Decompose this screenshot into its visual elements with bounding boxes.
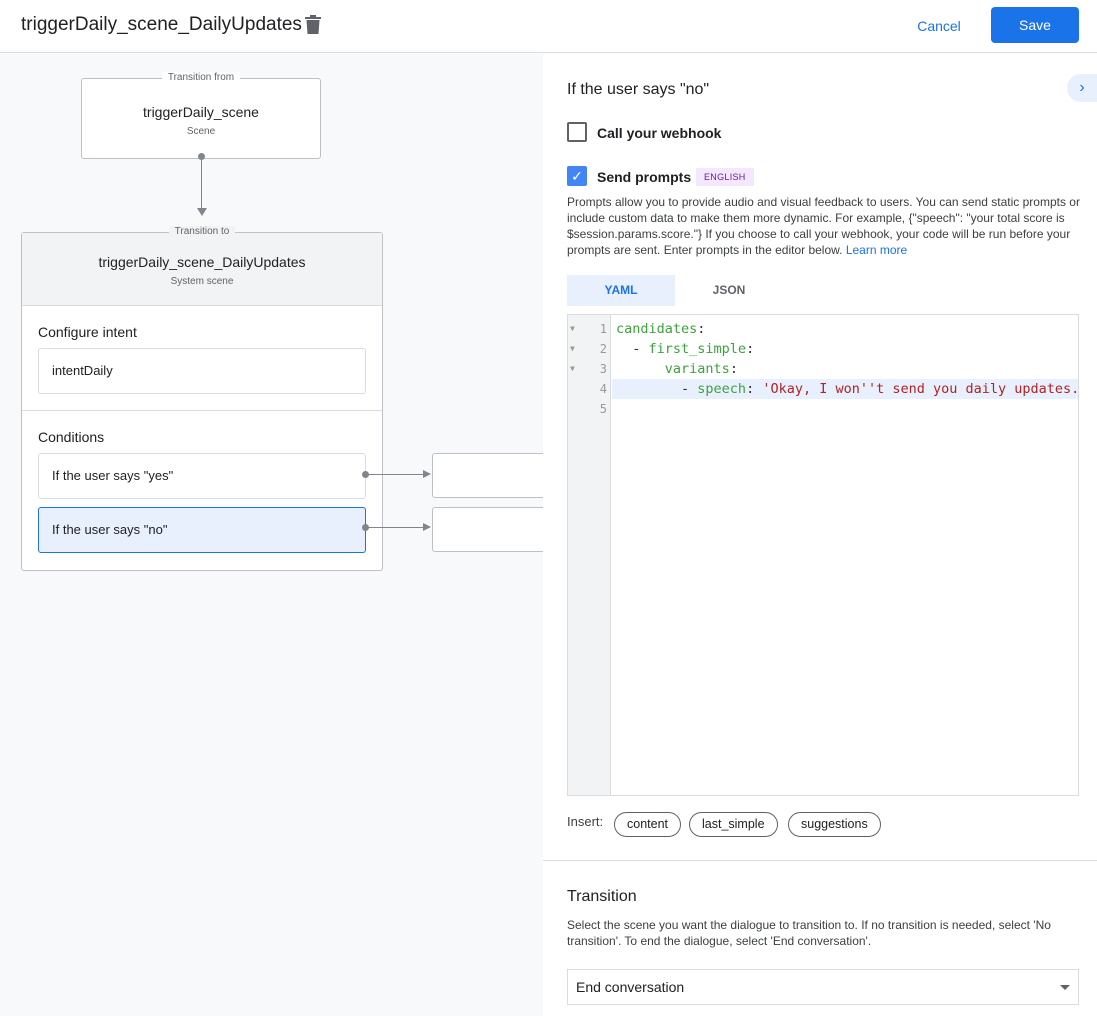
webhook-label: Call your webhook: [597, 125, 722, 141]
tab-json[interactable]: JSON: [712, 283, 746, 297]
insert-chip-suggestions[interactable]: suggestions: [788, 812, 881, 837]
from-scene-type: Scene: [186, 126, 216, 137]
fold-icon[interactable]: ▼: [570, 344, 575, 353]
line-number: 5: [599, 402, 607, 416]
transition-to-node[interactable]: Transition to triggerDaily_scene_DailyUp…: [21, 226, 383, 571]
arrow-right-icon: [423, 523, 431, 531]
code-line[interactable]: candidates:: [612, 319, 1078, 339]
panel-heading: If the user says "no": [567, 81, 710, 98]
conditions-label: Conditions: [38, 429, 105, 445]
connector-line: [201, 158, 202, 208]
connector-line: [368, 474, 424, 475]
prompts-checkbox[interactable]: ✓: [567, 166, 587, 186]
from-scene-name: triggerDaily_scene: [143, 104, 259, 120]
code-token: -: [616, 381, 698, 397]
code-token: variants: [664, 361, 730, 377]
prompts-description: Prompts allow you to provide audio and v…: [567, 194, 1087, 258]
connector-dot: [198, 153, 205, 160]
code-token: :: [746, 341, 755, 357]
target-node-yes[interactable]: [432, 453, 543, 498]
target-node-no[interactable]: [432, 507, 543, 552]
insert-chip-last-simple[interactable]: last_simple: [689, 812, 778, 837]
code-line[interactable]: [612, 399, 1078, 419]
code-line[interactable]: - first_simple:: [612, 339, 1078, 359]
trash-icon[interactable]: [305, 15, 321, 34]
flow-canvas[interactable]: Transition from triggerDaily_scene Scene…: [0, 54, 543, 1016]
transition-select[interactable]: End conversation: [567, 969, 1079, 1005]
fold-icon[interactable]: ▼: [570, 364, 575, 373]
to-scene-type: System scene: [170, 276, 234, 287]
check-icon: ✓: [571, 168, 583, 184]
connector-dot: [362, 524, 369, 531]
fold-icon[interactable]: ▼: [570, 324, 575, 333]
connector-line: [368, 527, 424, 528]
arrow-down-icon: [197, 208, 207, 216]
code-token: :: [746, 381, 763, 397]
line-number: ▼3: [568, 359, 611, 379]
transition-from-legend: Transition from: [161, 72, 241, 83]
save-button[interactable]: Save: [991, 7, 1079, 43]
learn-more-link[interactable]: Learn more: [845, 243, 908, 257]
code-token: -: [616, 341, 649, 357]
code-token: speech: [697, 381, 747, 397]
code-token: first_simple: [648, 341, 747, 357]
code-token: [616, 361, 665, 377]
transition-value: End conversation: [576, 979, 685, 995]
insert-label: Insert:: [567, 814, 604, 829]
condition-yes[interactable]: If the user says "yes": [38, 453, 366, 499]
caret-down-icon: [1060, 985, 1070, 990]
tab-yaml[interactable]: YAML: [567, 275, 675, 306]
line-gutter: [568, 315, 611, 795]
transition-from-node[interactable]: Transition from triggerDaily_scene Scene: [81, 72, 321, 159]
transition-heading: Transition: [567, 888, 637, 905]
condition-no[interactable]: If the user says "no": [38, 507, 366, 553]
page-title: triggerDaily_scene_DailyUpdates: [21, 14, 302, 35]
description-text: Prompts allow you to provide audio and v…: [567, 195, 1080, 257]
transition-description: Select the scene you want the dialogue t…: [567, 918, 1051, 948]
prompts-label: Send prompts: [597, 169, 692, 185]
code-token: 'Okay, I won''t send you daily updates.': [762, 381, 1078, 397]
intent-field[interactable]: intentDaily: [38, 348, 366, 394]
top-bar: triggerDaily_scene_DailyUpdates Cancel S…: [0, 0, 1097, 53]
line-number: 4: [599, 382, 607, 396]
webhook-checkbox[interactable]: [567, 122, 587, 142]
chevron-right-icon[interactable]: ›: [1067, 74, 1097, 102]
arrow-right-icon: [423, 470, 431, 478]
configure-intent-label: Configure intent: [38, 324, 137, 340]
divider: [543, 860, 1097, 861]
connector-dot: [362, 471, 369, 478]
code-token: :: [729, 361, 738, 377]
code-line[interactable]: - speech: 'Okay, I won''t send you daily…: [612, 379, 1078, 399]
to-scene-name: triggerDaily_scene_DailyUpdates: [98, 254, 306, 270]
language-badge: ENGLISH: [696, 168, 754, 186]
code-line[interactable]: variants:: [612, 359, 1078, 379]
code-token: :: [697, 321, 706, 337]
transition-to-legend: Transition to: [168, 226, 236, 237]
line-number: ▼2: [568, 339, 611, 359]
line-number: ▼1: [568, 319, 611, 339]
details-panel: If the user says "no" › Call your webhoo…: [543, 54, 1097, 1016]
code-token: candidates: [616, 321, 698, 337]
cancel-button[interactable]: Cancel: [904, 8, 974, 43]
insert-chip-content[interactable]: content: [614, 812, 682, 837]
